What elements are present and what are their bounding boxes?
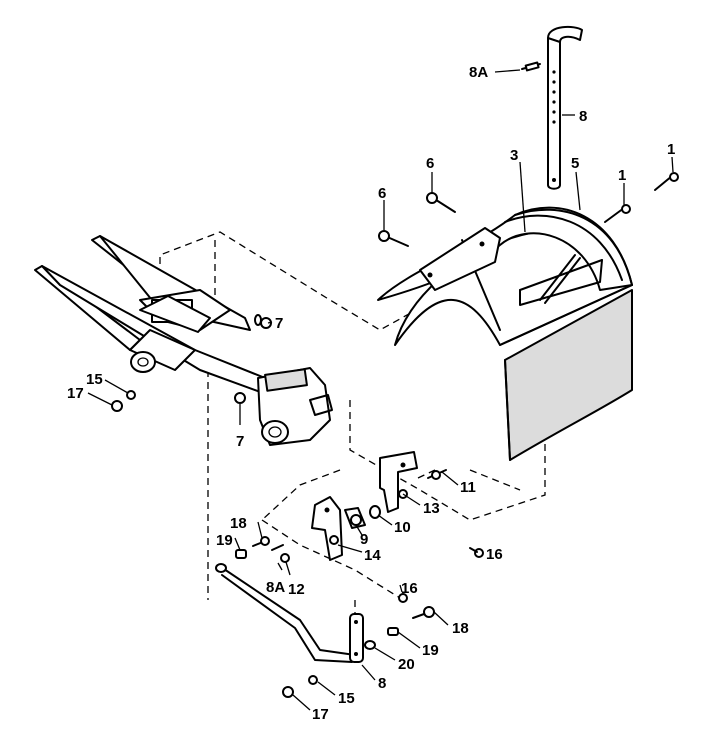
label-19-left: 19 bbox=[216, 532, 233, 549]
label-1-right: 1 bbox=[667, 141, 675, 158]
label-8-top: 8 bbox=[579, 108, 587, 125]
bracket-13[interactable] bbox=[379, 451, 418, 513]
label-20: 20 bbox=[398, 656, 415, 673]
label-6-top: 6 bbox=[426, 155, 434, 172]
rear-flap[interactable] bbox=[504, 289, 633, 461]
label-12: 12 bbox=[288, 581, 305, 598]
label-11: 11 bbox=[460, 479, 476, 496]
label-18-left: 18 bbox=[230, 515, 247, 532]
label-15-bottom: 15 bbox=[338, 690, 355, 707]
hood-bracket[interactable] bbox=[419, 227, 501, 291]
label-18-right: 18 bbox=[452, 620, 469, 637]
depth-bar-lower[interactable] bbox=[349, 613, 364, 663]
upper-mount-plate[interactable] bbox=[139, 295, 211, 333]
label-17-left: 17 bbox=[67, 385, 84, 402]
label-17-bottom: 17 bbox=[312, 706, 329, 723]
label-7-upper: 7 bbox=[275, 315, 283, 332]
depth-bar-upper[interactable] bbox=[547, 25, 583, 190]
gearbox-housing[interactable] bbox=[257, 367, 333, 446]
label-6-low: 6 bbox=[378, 185, 386, 202]
hardware-bolts-nuts bbox=[111, 172, 679, 698]
label-3: 3 bbox=[510, 147, 518, 164]
label-8a-bottom: 8A bbox=[266, 579, 285, 596]
label-9: 9 bbox=[360, 531, 368, 548]
label-5: 5 bbox=[571, 155, 579, 172]
bracket-14[interactable] bbox=[311, 496, 343, 561]
label-1-mid: 1 bbox=[618, 167, 626, 184]
label-16-right: 16 bbox=[486, 546, 503, 563]
part-labels: 8A 8 3 5 1 1 6 6 7 7 15 17 11 13 10 9 14… bbox=[67, 64, 675, 723]
spacer-20[interactable] bbox=[364, 640, 376, 650]
label-8a-top: 8A bbox=[469, 64, 488, 81]
label-8-bottom: 8 bbox=[378, 675, 386, 692]
label-19-right: 19 bbox=[422, 642, 439, 659]
label-15-left: 15 bbox=[86, 371, 103, 388]
label-14: 14 bbox=[364, 547, 381, 564]
assembly-guide-lines bbox=[159, 231, 546, 640]
link-plate-9[interactable] bbox=[344, 507, 366, 529]
label-10: 10 bbox=[394, 519, 411, 536]
label-16-mid: 16 bbox=[401, 580, 418, 597]
label-13: 13 bbox=[423, 500, 440, 517]
leader-lines bbox=[87, 69, 674, 711]
depth-pin-upper[interactable] bbox=[521, 61, 541, 72]
control-rod[interactable] bbox=[215, 563, 356, 663]
label-7-lower: 7 bbox=[236, 433, 244, 450]
